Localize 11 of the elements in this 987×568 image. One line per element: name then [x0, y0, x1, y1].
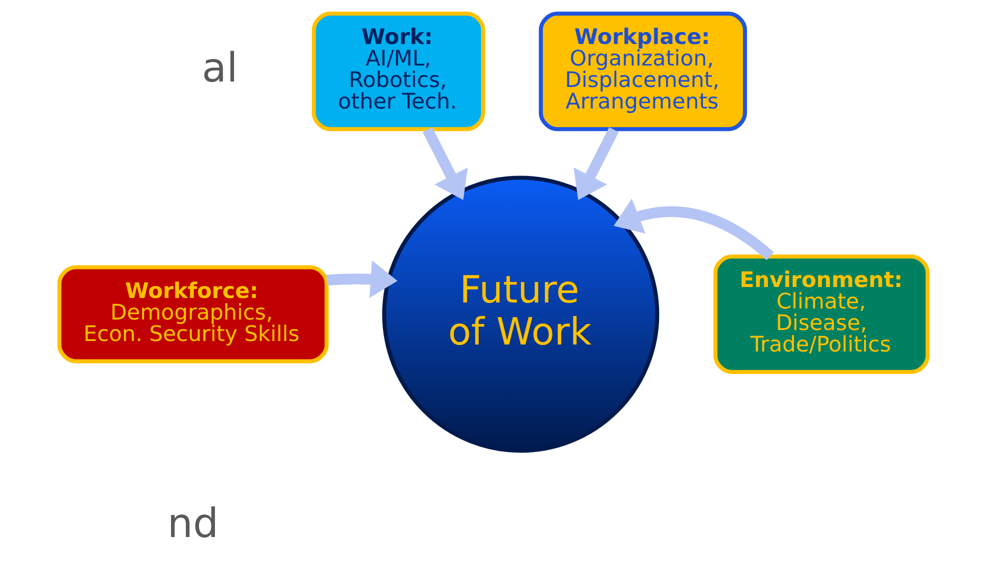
node-box: Environment: Climate, Disease, Trade/Politics	[713, 254, 930, 374]
node-box: Work: AI/ML, Robotics, other Tech.	[312, 12, 486, 132]
arrow	[326, 260, 398, 298]
arrow	[614, 198, 774, 260]
node-circle: Future of Work	[382, 176, 660, 453]
label: al	[202, 44, 238, 92]
arrow	[422, 127, 468, 200]
node-box: Workplace: Organization, Displacement, Arrangements	[538, 12, 747, 132]
node-box: Workforce: Demographics, Econ. Security Skills	[57, 265, 329, 364]
label: nd	[167, 500, 219, 547]
arrow	[574, 127, 619, 200]
